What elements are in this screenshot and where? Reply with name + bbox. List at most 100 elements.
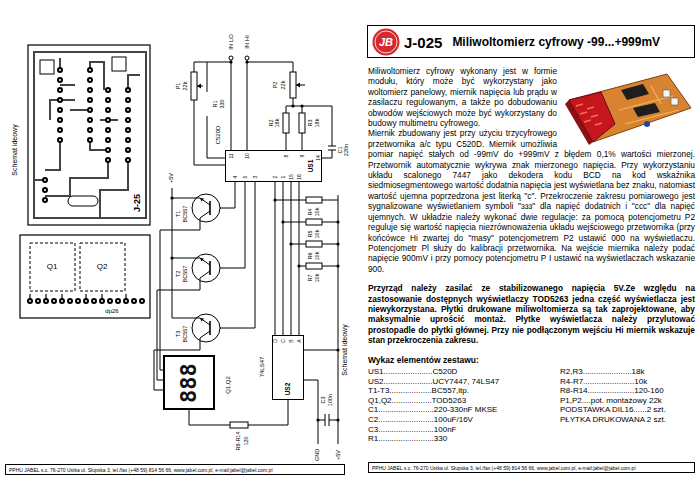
pin-number: 2 [273, 176, 278, 179]
logo-badge [373, 29, 400, 56]
text-column: Miliwoltomierz cyfrowy wykonany jest w f… [368, 66, 695, 444]
schematic-wires [245, 56, 249, 60]
part-label: 100n [328, 394, 334, 406]
part-label: BC557 [183, 266, 189, 283]
part-label: R8-R14 [236, 432, 242, 451]
node-text: US1 [308, 159, 315, 172]
parts-list-item: C3.........................100nF [368, 425, 560, 435]
schematic-wires [229, 56, 233, 60]
part-label: R2 [269, 119, 275, 126]
parts-list-item: C1.........................220-330nF MKS… [368, 405, 560, 415]
schematic-wires [154, 56, 338, 444]
part-label: P1 [176, 83, 182, 90]
part-label: 10k [315, 274, 321, 283]
pcb-main-board [28, 45, 150, 225]
schematic-arrowheads [200, 258, 204, 262]
schematic-wires [290, 72, 296, 98]
schematic-wires [306, 197, 322, 203]
schematic-wires [322, 106, 336, 158]
part-label: BC557 [183, 206, 189, 223]
pin-number: 16 [297, 174, 302, 180]
part-label: 18k [275, 119, 281, 128]
schematic-arrowheads [200, 198, 204, 202]
junction-dot [273, 198, 276, 201]
parts-list-item: US2......................UCY7447, 74LS47 [368, 377, 560, 387]
junction-dot [281, 220, 284, 223]
parts-list-column: R2,R3......................18kR4-R7.....… [560, 367, 695, 444]
part-label: 330 [220, 99, 226, 108]
product-photo [621, 84, 649, 100]
part-label: T2 [176, 271, 182, 277]
supply-label: +5V [169, 173, 175, 183]
node-text: 888 [178, 363, 200, 403]
node-text: PPHU JABEL s.c. 76-270 Ustka ul. Słupska… [9, 467, 273, 472]
product-photo [569, 74, 691, 142]
parts-list-item: US1......................C520D [368, 367, 560, 377]
supply-label: +5V [336, 450, 342, 460]
junction-dot [229, 60, 232, 63]
text-flow: Miliwoltomierz cyfrowy wykonany jest w f… [368, 66, 695, 365]
kit-code: J-025 [404, 34, 442, 49]
junction-dot [336, 348, 339, 351]
list-heading: Wykaz elementów zestawu: [368, 355, 695, 365]
pin-number: 5 [243, 176, 248, 179]
bcd-bus-wire [299, 182, 300, 335]
pin-name: C [281, 339, 286, 343]
schematic-wires [172, 188, 210, 325]
part-label: Q1,Q2 [225, 376, 231, 394]
pcb-display-board [30, 300, 143, 302]
parts-list-item: T1-T3...................BC557,itp. [368, 386, 560, 396]
product-photo [633, 103, 660, 117]
junction-dot [300, 104, 303, 107]
bcd-bus-wire [291, 182, 292, 335]
schematic-wires [275, 200, 338, 266]
logo-badge [375, 31, 397, 53]
schematic-arrowheads [197, 83, 300, 322]
part-label: 22k [183, 82, 189, 91]
schematic-wires [306, 263, 322, 269]
schematic-wires [306, 241, 322, 247]
parts-list-item: PODSTAWKA DIL16......2 szt. [560, 405, 695, 415]
parts-list-item: R1.........................330 [368, 434, 560, 444]
junction-dot [336, 418, 339, 421]
product-photo [563, 66, 695, 146]
drawing-caption: Schemat ideowy [341, 324, 348, 375]
part-label: 220n [344, 144, 350, 156]
junction-dot [336, 264, 339, 267]
bcd-bus-wire [275, 182, 276, 335]
parts-list-item: P1,P2....pot. montażowy 22k [560, 396, 695, 406]
pin-number: 15 [289, 174, 294, 180]
part-label: R4 [308, 208, 314, 215]
junction-dot [170, 196, 173, 199]
pcb-main-board [45, 70, 128, 201]
pin-number: 4 [233, 176, 238, 179]
pcb-main-board [40, 60, 54, 74]
parts-list-item: Q1,Q2..................TOD5263 [368, 396, 560, 406]
junction-dot [170, 60, 339, 421]
part-label: 10k [315, 230, 321, 239]
display-box: 888 [163, 355, 215, 410]
part-label: 22k [281, 81, 287, 90]
part-label: 10k [315, 252, 321, 261]
page-title: Miliwoltomierz cyfrowy -99...+999mV [452, 36, 660, 48]
schematic-arrowheads [200, 318, 204, 322]
pcb-main-board [45, 70, 128, 201]
part-label: 18k [315, 119, 321, 128]
schematic-wires [304, 195, 338, 444]
schematic-wires [220, 182, 255, 328]
parts-list-item: R8-R14.....................120-160 [560, 386, 695, 396]
pcb-display-board [30, 243, 75, 291]
parts-list-item: C2.........................100uF/16V [368, 415, 560, 425]
segment-wire [189, 400, 288, 425]
signal-name: IN LO [228, 34, 234, 50]
schematic-arrowheads [296, 83, 300, 88]
board-marking: Q2 [97, 263, 108, 271]
pcb-main-board [28, 45, 150, 225]
header-box: JBJ-025Miliwoltomierz cyfrowy -99...+999… [367, 25, 695, 58]
schematic-wires [299, 113, 305, 133]
pin-name: D [273, 339, 278, 343]
junction-dot [245, 60, 248, 63]
pin-number: 11 [229, 153, 234, 158]
signal-name: IN HI [244, 35, 250, 49]
junction-dot [336, 220, 339, 223]
